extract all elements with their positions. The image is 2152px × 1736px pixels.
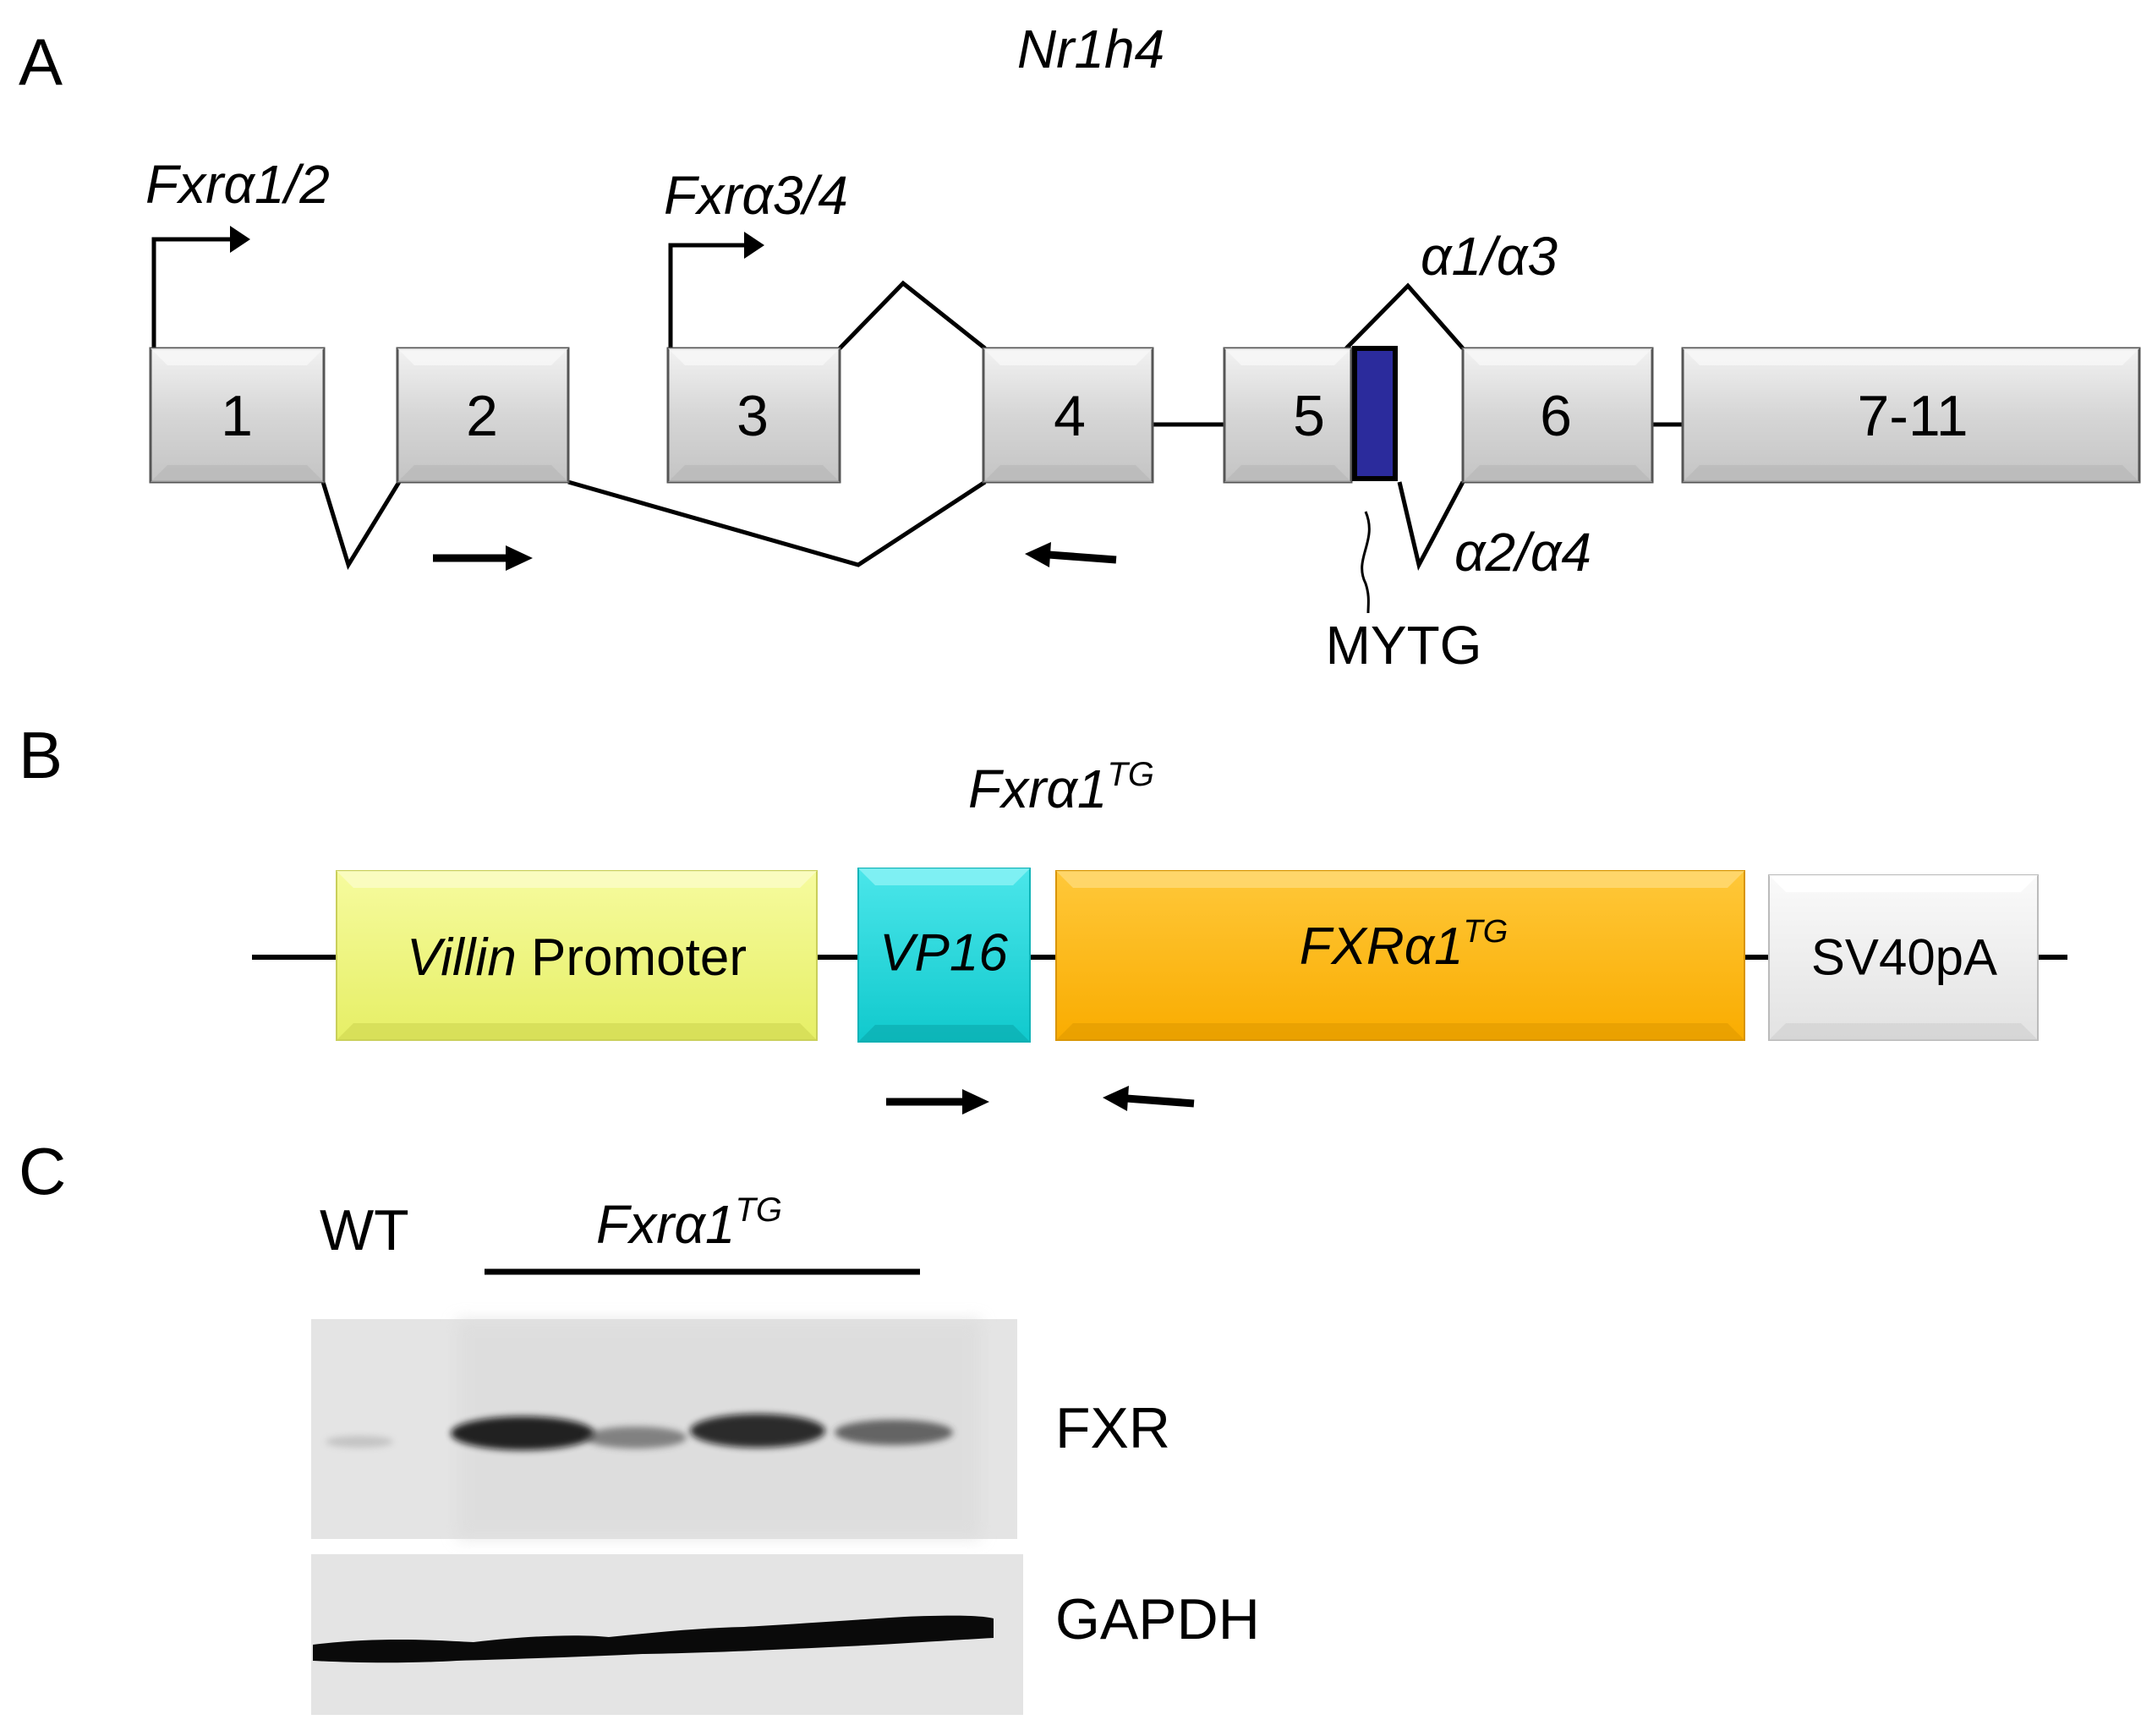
exon-label-3: 3	[736, 384, 769, 448]
exon-7-11: 7-11	[1681, 347, 2141, 484]
fxr-blot-label: FXR	[1055, 1396, 1170, 1460]
gapdh-blot	[311, 1554, 1023, 1715]
primer-forward-b	[886, 1089, 989, 1114]
gapdh-blot-label: GAPDH	[1055, 1587, 1260, 1651]
wt-label: WT	[320, 1198, 409, 1262]
sv40pa-box: SV40pA	[1768, 874, 2039, 1041]
vp16-label: VP16	[879, 924, 1008, 983]
transgenic-label-sup: TG	[736, 1191, 783, 1229]
gene-name: Nr1h4	[1017, 19, 1164, 79]
exon-label-5: 5	[1293, 384, 1325, 448]
sv40pa-label: SV40pA	[1811, 929, 1997, 986]
fxr-alpha1-box: FXRα1TG	[1055, 870, 1745, 1041]
vp16-box: VP16	[857, 868, 1031, 1043]
transgenic-label: Fxrα1TG	[596, 1191, 782, 1255]
construct-title-base: Fxrα1	[968, 758, 1108, 819]
fxr-alpha1-sup: TG	[1464, 914, 1509, 950]
mytg-motif-box	[1352, 346, 1398, 481]
panel-b-letter: B	[19, 718, 63, 792]
motif-pointer	[1361, 511, 1371, 614]
splice-lines	[320, 280, 1683, 572]
transgenic-label-base: Fxrα1	[596, 1194, 736, 1255]
panel-c-letter: C	[19, 1134, 66, 1208]
exon-2: 2	[396, 347, 570, 484]
promoter-label-2: Fxrα3/4	[664, 165, 848, 226]
fxr-band-tg3	[690, 1414, 825, 1448]
primer-forward-a	[433, 545, 533, 571]
fxr-band-tg2	[585, 1427, 687, 1448]
construct-title-sup: TG	[1108, 756, 1155, 793]
promoter-arrow-1	[151, 226, 250, 348]
exon-label-4: 4	[1054, 384, 1086, 448]
fxr-band-wt	[326, 1436, 393, 1448]
fxr-blot	[311, 1319, 1017, 1539]
exon-label-2: 2	[466, 384, 498, 448]
construct-title: Fxrα1TG	[968, 756, 1154, 819]
panel-a-letter: A	[19, 25, 63, 99]
fxr-band-tg1	[451, 1416, 594, 1450]
primer-reverse-b	[1103, 1086, 1195, 1111]
villin-promoter-label: Villin Promoter	[407, 928, 747, 987]
motif-label: MYTG	[1326, 615, 1482, 676]
splice-label-top: α1/α3	[1421, 226, 1558, 287]
promoter-label-1: Fxrα1/2	[145, 154, 330, 215]
fxr-alpha1-base: FXRα1	[1300, 917, 1464, 976]
villin-promoter-box: Villin Promoter	[336, 870, 818, 1041]
fxr-band-tg4	[835, 1420, 953, 1445]
splice-label-bottom: α2/α4	[1454, 522, 1591, 583]
exon-3: 3	[666, 347, 841, 484]
exon-label-1: 1	[221, 384, 253, 448]
exon-label-7-11: 7-11	[1857, 384, 1968, 448]
exon-1: 1	[149, 347, 326, 484]
exon-6: 6	[1461, 347, 1654, 484]
primer-reverse-a	[1025, 542, 1117, 567]
fxr-alpha1-label: FXRα1TG	[1300, 914, 1509, 976]
gapdh-band	[313, 1615, 994, 1663]
villin-rest: Promoter	[517, 928, 747, 987]
exon-label-6: 6	[1540, 384, 1572, 448]
villin-italic: Villin	[407, 928, 517, 987]
exon-4: 4	[982, 347, 1154, 484]
exon-5: 5	[1223, 347, 1353, 484]
promoter-arrow-2	[668, 232, 764, 348]
